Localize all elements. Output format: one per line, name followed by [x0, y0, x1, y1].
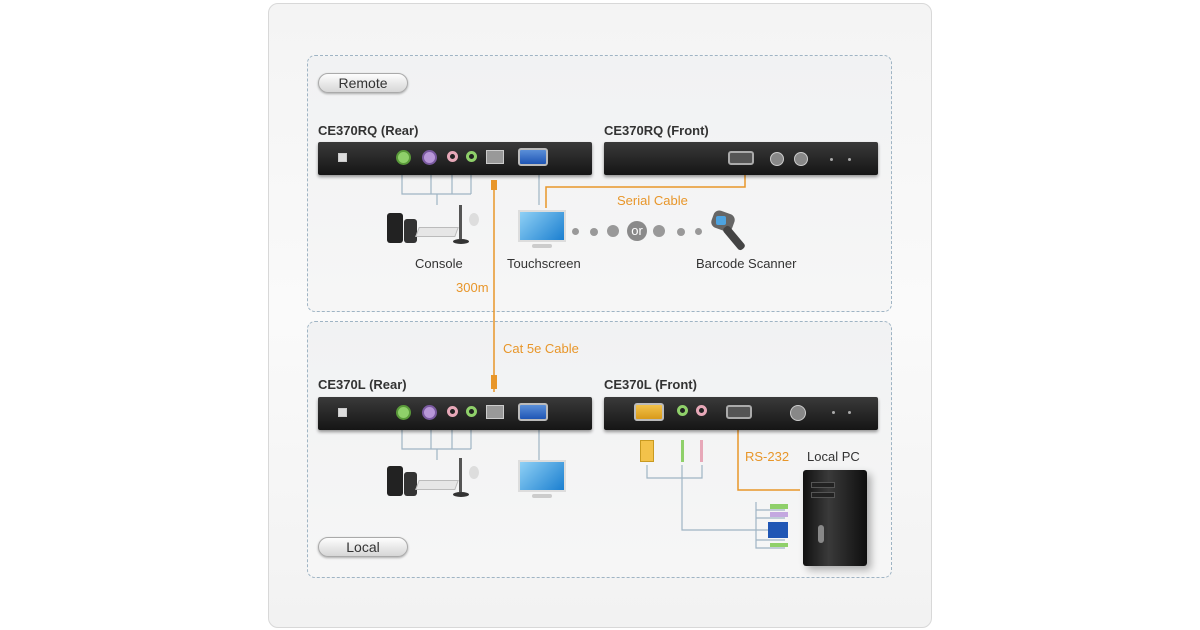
mic-port [447, 151, 458, 162]
ps2-mouse-port [422, 150, 437, 165]
local-pc-label: Local PC [807, 449, 860, 464]
rs232-port [728, 151, 754, 165]
ps2-keyboard-port [396, 150, 411, 165]
rj45-port [486, 405, 504, 419]
speaker-port [677, 405, 688, 416]
rs232-port [726, 405, 752, 419]
serial-cable-label: Serial Cable [617, 193, 688, 208]
ce370l-rear-device [318, 397, 592, 430]
ce370rq-rear-device [318, 142, 592, 175]
button [790, 405, 806, 421]
compensation-knob-1 [770, 152, 784, 166]
ce370rq-front-device [604, 142, 878, 175]
green-plug-icon [770, 543, 788, 547]
purple-plug-icon [770, 512, 788, 517]
cpu-vga-port [634, 403, 664, 421]
vga-plug-icon [640, 440, 654, 462]
compensation-knob-2 [794, 152, 808, 166]
remote-zone-label: Remote [318, 73, 408, 93]
distance-label: 300m [456, 280, 489, 295]
mic-port [696, 405, 707, 416]
rj45-plug-top [491, 180, 497, 190]
touchscreen-icon [518, 210, 566, 250]
barcode-scanner-icon [709, 208, 757, 252]
ce370l-front-device [604, 397, 878, 430]
dot-icon [572, 228, 579, 235]
barcode-scanner-label: Barcode Scanner [696, 256, 797, 271]
rs232-cable-line [737, 430, 800, 491]
mic-plug-icon [700, 440, 703, 462]
ps2-keyboard-port [396, 405, 411, 420]
dot-icon [653, 225, 665, 237]
rs232-label: RS-232 [745, 449, 790, 464]
vga-plug-icon [768, 522, 788, 538]
monitor-icon [518, 460, 566, 500]
speaker-port [466, 151, 477, 162]
led [830, 158, 833, 161]
speaker-plug-icon [681, 440, 684, 462]
speaker-port [466, 406, 477, 417]
serial-cable-line [545, 175, 746, 208]
dot-icon [677, 228, 685, 236]
remote-rear-title: CE370RQ (Rear) [318, 123, 419, 138]
local-rear-title: CE370L (Rear) [318, 377, 407, 392]
mic-port [447, 406, 458, 417]
vga-port [518, 403, 548, 421]
cat5e-cable-label: Cat 5e Cable [503, 341, 579, 356]
local-zone-label: Local [318, 537, 408, 557]
remote-led [832, 411, 835, 414]
rj45-plug-bottom [491, 375, 497, 389]
local-pc-icon [803, 470, 867, 566]
dot-icon [590, 228, 598, 236]
touchscreen-label: Touchscreen [507, 256, 581, 271]
green-plug-icon [770, 504, 788, 509]
led [848, 158, 851, 161]
remote-zone [307, 55, 892, 312]
console-icon [387, 458, 487, 504]
orange-cables [493, 175, 800, 491]
rj45-port [486, 150, 504, 164]
local-led [848, 411, 851, 414]
dot-icon [695, 228, 702, 235]
ps2-mouse-port [422, 405, 437, 420]
or-badge: or [627, 221, 647, 241]
console-label: Console [415, 256, 463, 271]
power-jack [338, 408, 347, 417]
dot-icon [607, 225, 619, 237]
vga-port [518, 148, 548, 166]
power-jack [338, 153, 347, 162]
local-front-title: CE370L (Front) [604, 377, 697, 392]
console-wires [401, 175, 785, 549]
console-icon [387, 205, 487, 251]
remote-front-title: CE370RQ (Front) [604, 123, 709, 138]
